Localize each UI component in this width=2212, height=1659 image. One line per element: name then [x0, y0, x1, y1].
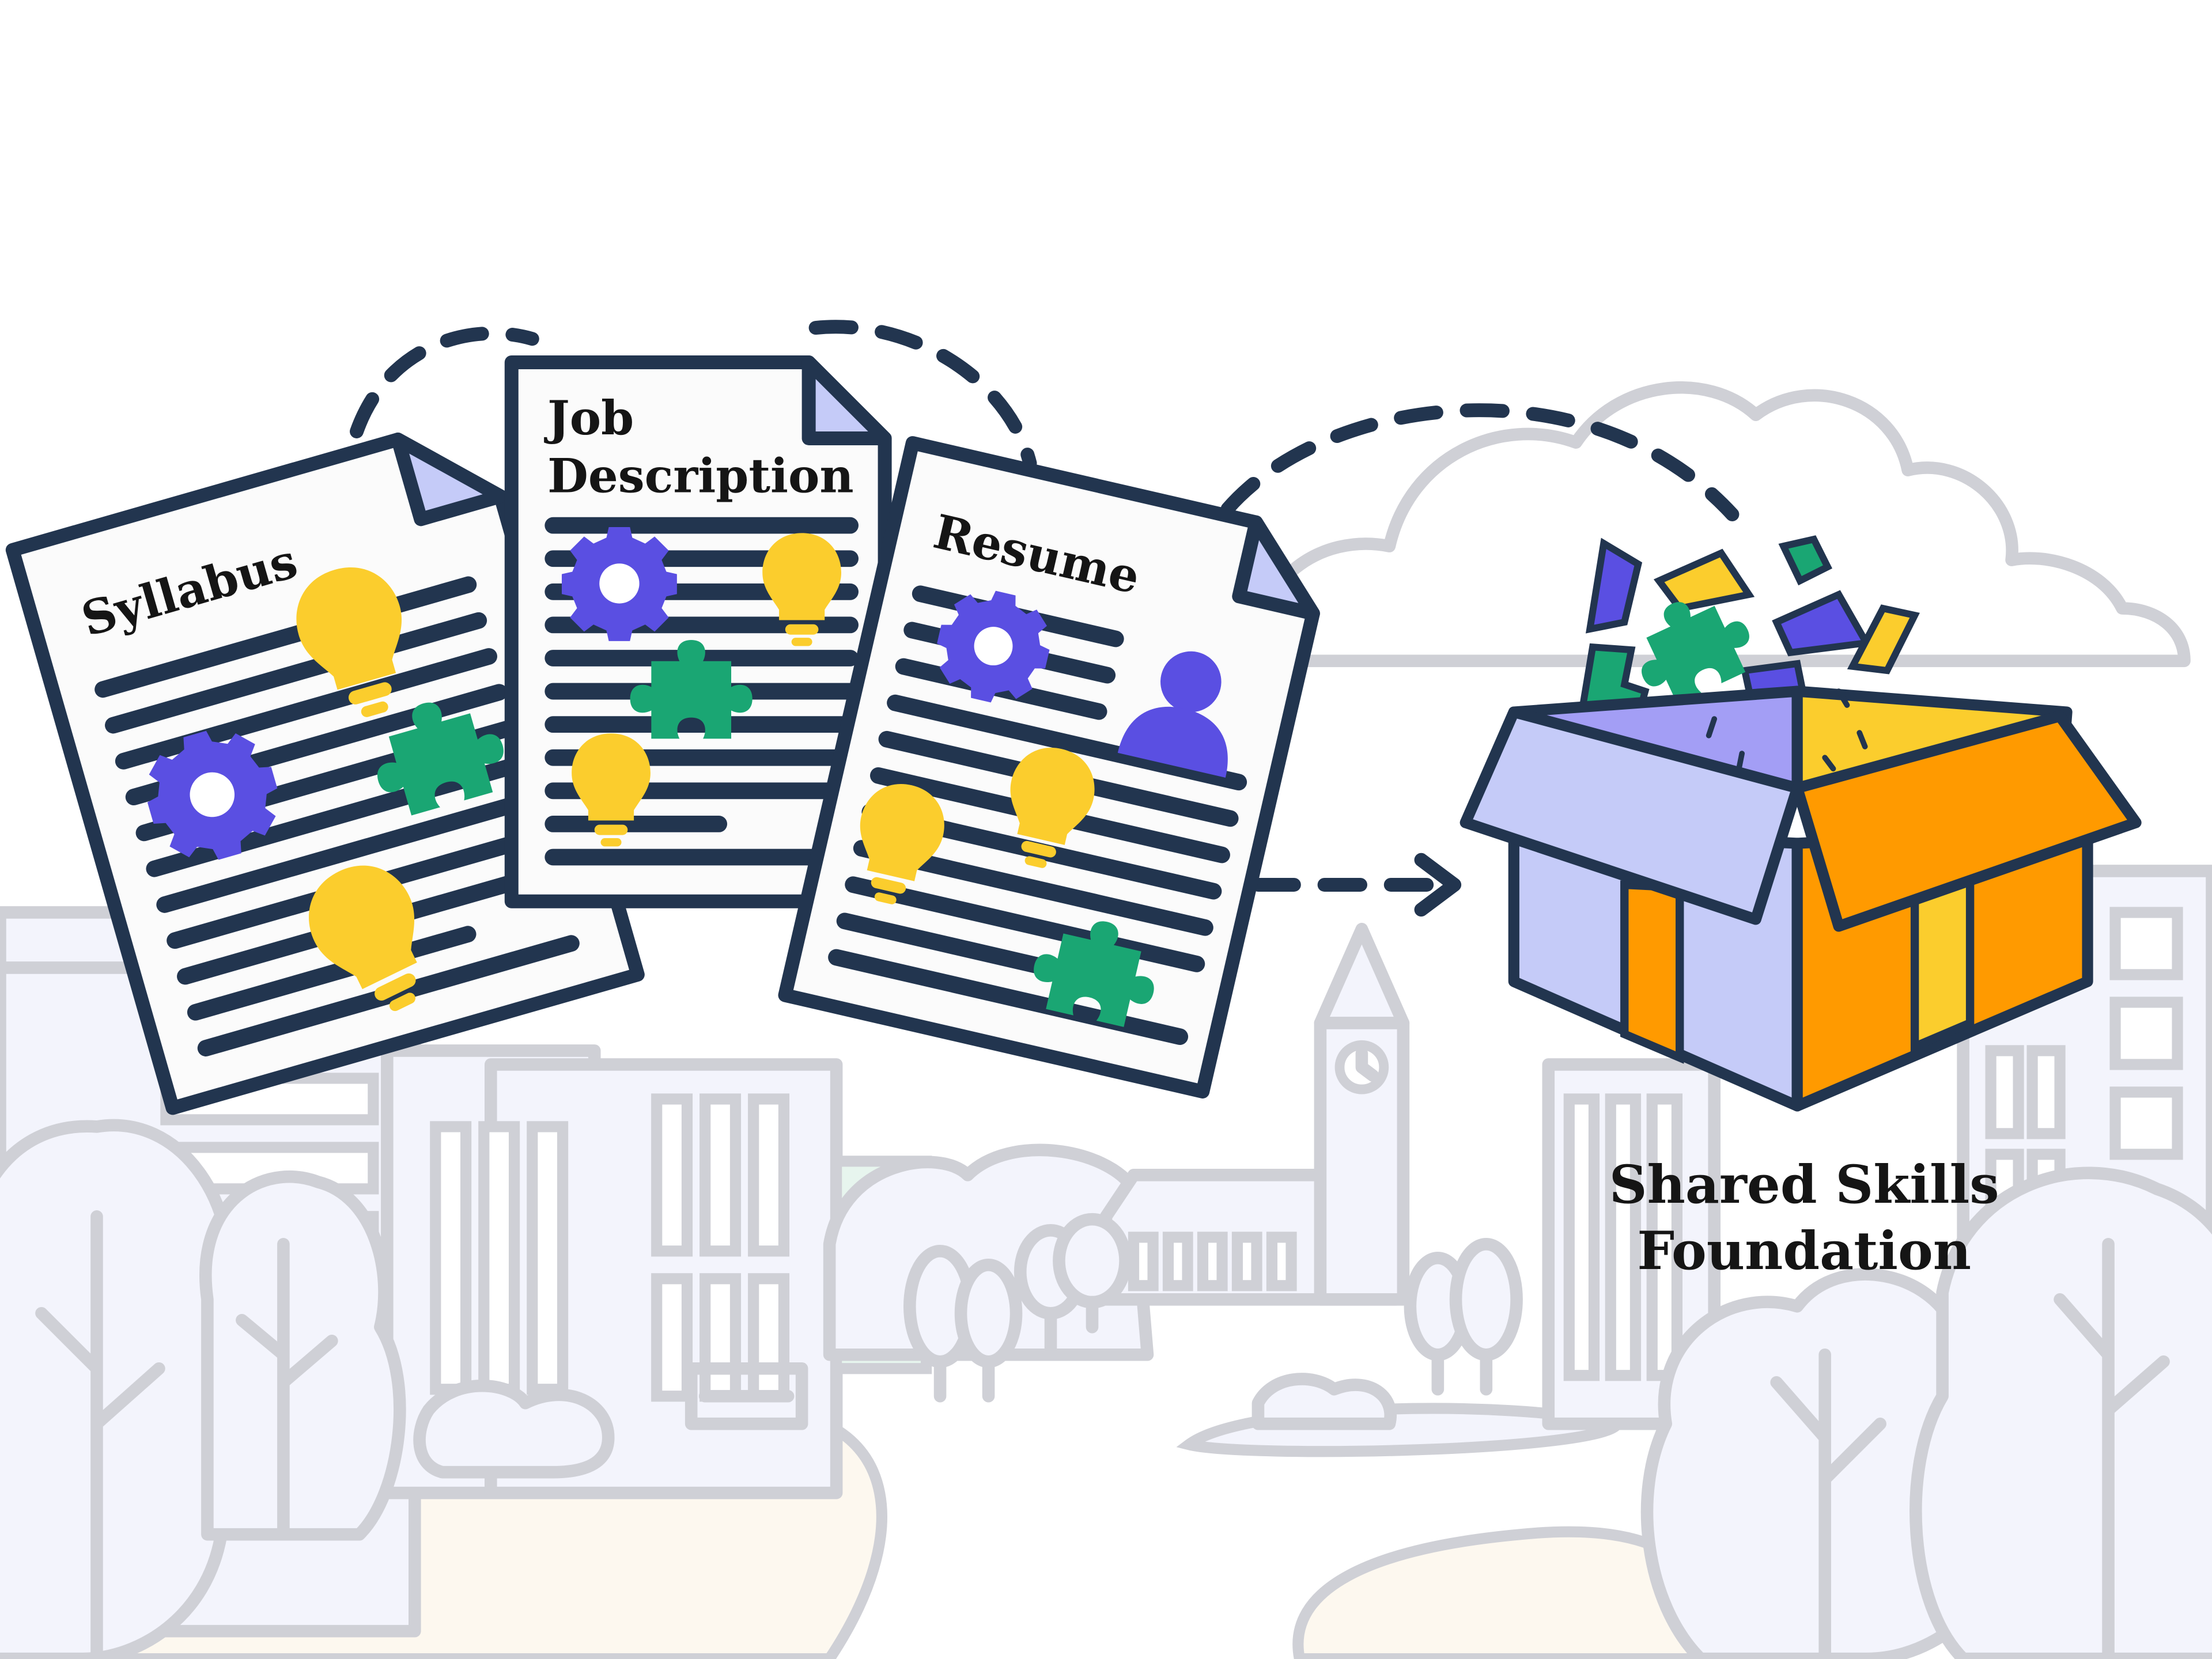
- dashed-arc-connector: [808, 320, 1037, 471]
- cloud-shape: [1251, 381, 2191, 668]
- dashed-arc-connector: [1220, 403, 1740, 521]
- document-title-line-1: Job: [544, 391, 634, 446]
- gear-icon: [561, 527, 677, 641]
- document-title-line-2: Description: [547, 449, 854, 504]
- person-icon: [1117, 651, 1228, 778]
- campus-background: [0, 381, 2212, 1659]
- syllabus-document: Syllabus: [5, 432, 645, 1115]
- destination-title-line-1: Shared Skills: [1609, 1153, 1999, 1215]
- dashed-arc-connector: [350, 326, 539, 438]
- destination-label: Shared Skills Foundation: [1609, 1153, 1999, 1282]
- flow-connectors: [350, 320, 1740, 917]
- resume-document: Resume: [778, 436, 1320, 1099]
- destination-title-line-2: Foundation: [1637, 1219, 1971, 1282]
- job-description-document: Job Description: [504, 355, 892, 908]
- dashed-arrow: [1251, 853, 1462, 917]
- small-trees: [903, 1213, 1523, 1403]
- open-box-icon: [1459, 535, 2142, 1112]
- large-trees: [0, 1119, 2212, 1659]
- clock-tower: [1314, 922, 1410, 1306]
